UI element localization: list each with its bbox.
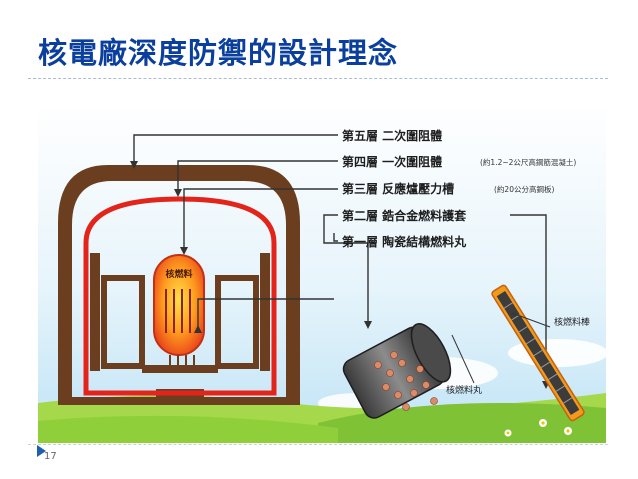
- page-number: 17: [44, 451, 57, 462]
- layer-4-note: (約1.2~2公尺高鋼筋混凝土): [480, 157, 576, 167]
- shield-wall-blocks: [90, 253, 270, 373]
- fuel-rods-in-core: [165, 289, 191, 333]
- layer-3-note: (約20公分高鋼板): [494, 184, 554, 194]
- title-divider: [28, 78, 608, 79]
- layer-labels: 第五層 二次圍阻體 第四層 一次圍阻體 第三層 反應爐壓力槽 第二層 鋯合金燃料…: [342, 128, 467, 249]
- slide-title: 核電廠深度防禦的設計理念: [38, 36, 399, 70]
- leader-arrowheads: [130, 161, 550, 389]
- fuel-rod-label: 核燃料棒: [554, 316, 590, 328]
- sky-background: [38, 103, 606, 443]
- slide-marker-icon: [37, 445, 46, 457]
- primary-containment-liner: [83, 196, 277, 396]
- uranium-grains: [374, 351, 438, 411]
- control-rod-drives: [169, 355, 195, 371]
- fuel-pellet-cylinder: [342, 323, 452, 419]
- fuel-pellet-label: 核燃料丸: [446, 384, 482, 396]
- grass-hills: [38, 393, 606, 443]
- layer-2-label: 第二層 鋯合金燃料護套: [342, 208, 467, 223]
- defense-in-depth-diagram: 核燃料 第五層 二次圍阻體 第四層 一次圍阻體 第三層 反應爐壓力槽 第二層 鋯…: [38, 103, 606, 443]
- fuel-rod: [491, 284, 585, 422]
- flower-icon: [504, 419, 572, 437]
- layer-1-label: 第一層 陶瓷結構燃料丸: [342, 234, 467, 249]
- layer-3-label: 第三層 反應爐壓力槽: [342, 181, 454, 196]
- layer-5-label: 第五層 二次圍阻體: [342, 128, 442, 143]
- layer-notes: (約1.2~2公尺高鋼筋混凝土) (約20公分高鋼板): [480, 157, 576, 194]
- layer-4-label: 第四層 一次圍阻體: [342, 154, 442, 169]
- shield-walls: [101, 275, 259, 369]
- leader-lines: [133, 134, 547, 385]
- footer-divider: [28, 444, 608, 445]
- component-leaders: [451, 312, 551, 384]
- core-label: 核燃料: [165, 268, 192, 280]
